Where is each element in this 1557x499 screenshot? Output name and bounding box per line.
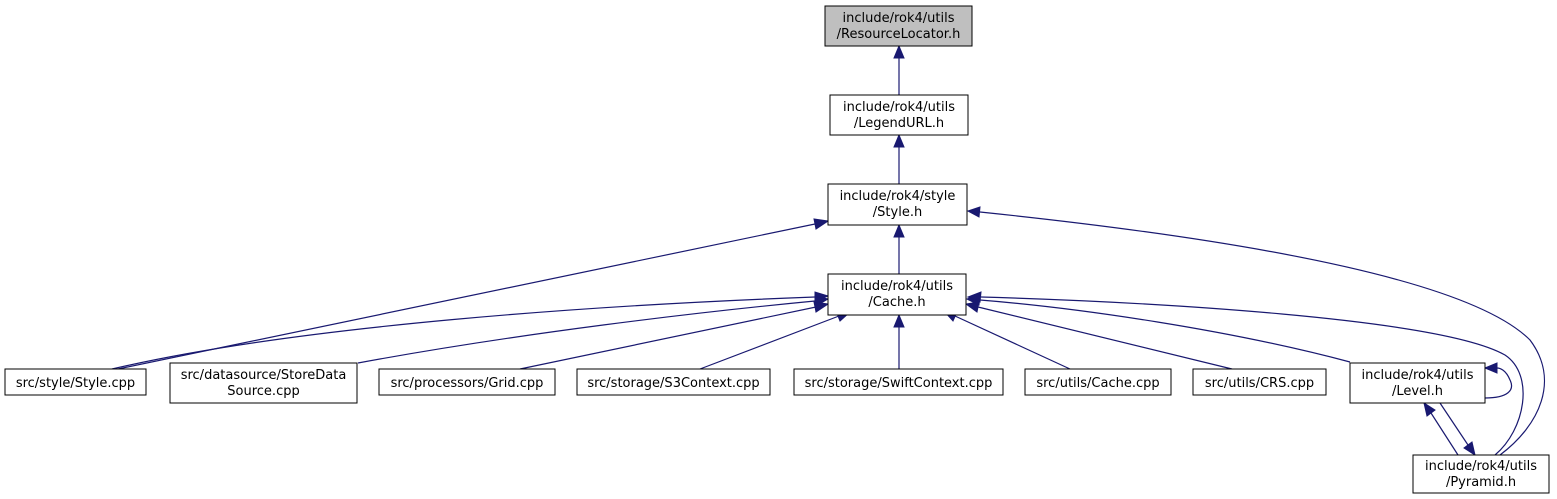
edge-grid-to-cache (519, 301, 830, 370)
node-pyramid-h[interactable]: include/rok4/utils /Pyramid.h (1412, 454, 1550, 494)
node-label: src/processors/Grid.cpp (391, 376, 544, 391)
node-label: src/storage/S3Context.cpp (587, 376, 759, 391)
node-label: include/rok4/utils (1425, 459, 1537, 474)
node-label: src/datasource/StoreData (181, 368, 347, 383)
edge-pyramid-to-style (966, 206, 1545, 456)
node-label: include/rok4/utils (843, 100, 955, 115)
node-label: src/utils/CRS.cpp (1205, 376, 1314, 391)
edge-cache-to-style (893, 223, 905, 274)
node-label: include/rok4/style (840, 189, 956, 204)
edge-utilscache-to-cache (942, 310, 1071, 370)
node-label: include/rok4/utils (841, 279, 953, 294)
edge-style-to-legendurl (893, 133, 905, 184)
node-style-h[interactable]: include/rok4/style /Style.h (827, 183, 968, 226)
node-level-h[interactable]: include/rok4/utils /Level.h (1349, 362, 1486, 404)
node-grid-cpp[interactable]: src/processors/Grid.cpp (378, 368, 556, 396)
edge-swiftcontext-to-cache (893, 313, 905, 369)
edge-level-self-loop (1483, 362, 1513, 399)
node-label: src/style/Style.cpp (16, 376, 135, 391)
node-label: src/utils/Cache.cpp (1036, 376, 1159, 391)
edges (111, 44, 1545, 457)
node-swiftcontext-cpp[interactable]: src/storage/SwiftContext.cpp (793, 368, 1004, 396)
node-label: include/rok4/utils (1361, 368, 1473, 383)
nodes: include/rok4/utils /ResourceLocator.h in… (4, 5, 1550, 494)
edge-level-to-pyramid (1439, 402, 1476, 457)
node-label: /Level.h (1392, 384, 1443, 399)
node-label: /Style.h (873, 205, 922, 220)
node-label: src/storage/SwiftContext.cpp (805, 376, 993, 391)
node-label: Source.cpp (227, 384, 299, 399)
node-utils-cache-cpp[interactable]: src/utils/Cache.cpp (1024, 368, 1172, 396)
node-style-cpp[interactable]: src/style/Style.cpp (4, 368, 147, 396)
edge-pyramid-to-level (1423, 401, 1459, 456)
node-s3context-cpp[interactable]: src/storage/S3Context.cpp (576, 368, 771, 396)
edge-stylecpp-to-style (117, 218, 830, 370)
node-resourcelocator-h[interactable]: include/rok4/utils /ResourceLocator.h (824, 5, 973, 47)
edge-stylecpp-to-cache (111, 291, 830, 370)
edge-pyramid-to-cache (966, 291, 1524, 456)
node-storedatasource-cpp[interactable]: src/datasource/StoreData Source.cpp (169, 362, 358, 404)
edge-legendurl-to-resourcelocator (893, 44, 905, 95)
node-label: /Pyramid.h (1446, 475, 1516, 490)
node-cache-h[interactable]: include/rok4/utils /Cache.h (827, 273, 967, 316)
edge-storedatasource-to-cache (357, 295, 830, 364)
node-label: include/rok4/utils (842, 11, 954, 26)
node-crs-cpp[interactable]: src/utils/CRS.cpp (1192, 368, 1327, 396)
edge-crs-to-cache (964, 301, 1233, 370)
node-label: /Cache.h (868, 295, 925, 310)
node-legendurl-h[interactable]: include/rok4/utils /LegendURL.h (829, 94, 969, 136)
node-label: /LegendURL.h (854, 116, 944, 131)
node-label: /ResourceLocator.h (837, 27, 961, 42)
edge-s3context-to-cache (699, 310, 852, 370)
